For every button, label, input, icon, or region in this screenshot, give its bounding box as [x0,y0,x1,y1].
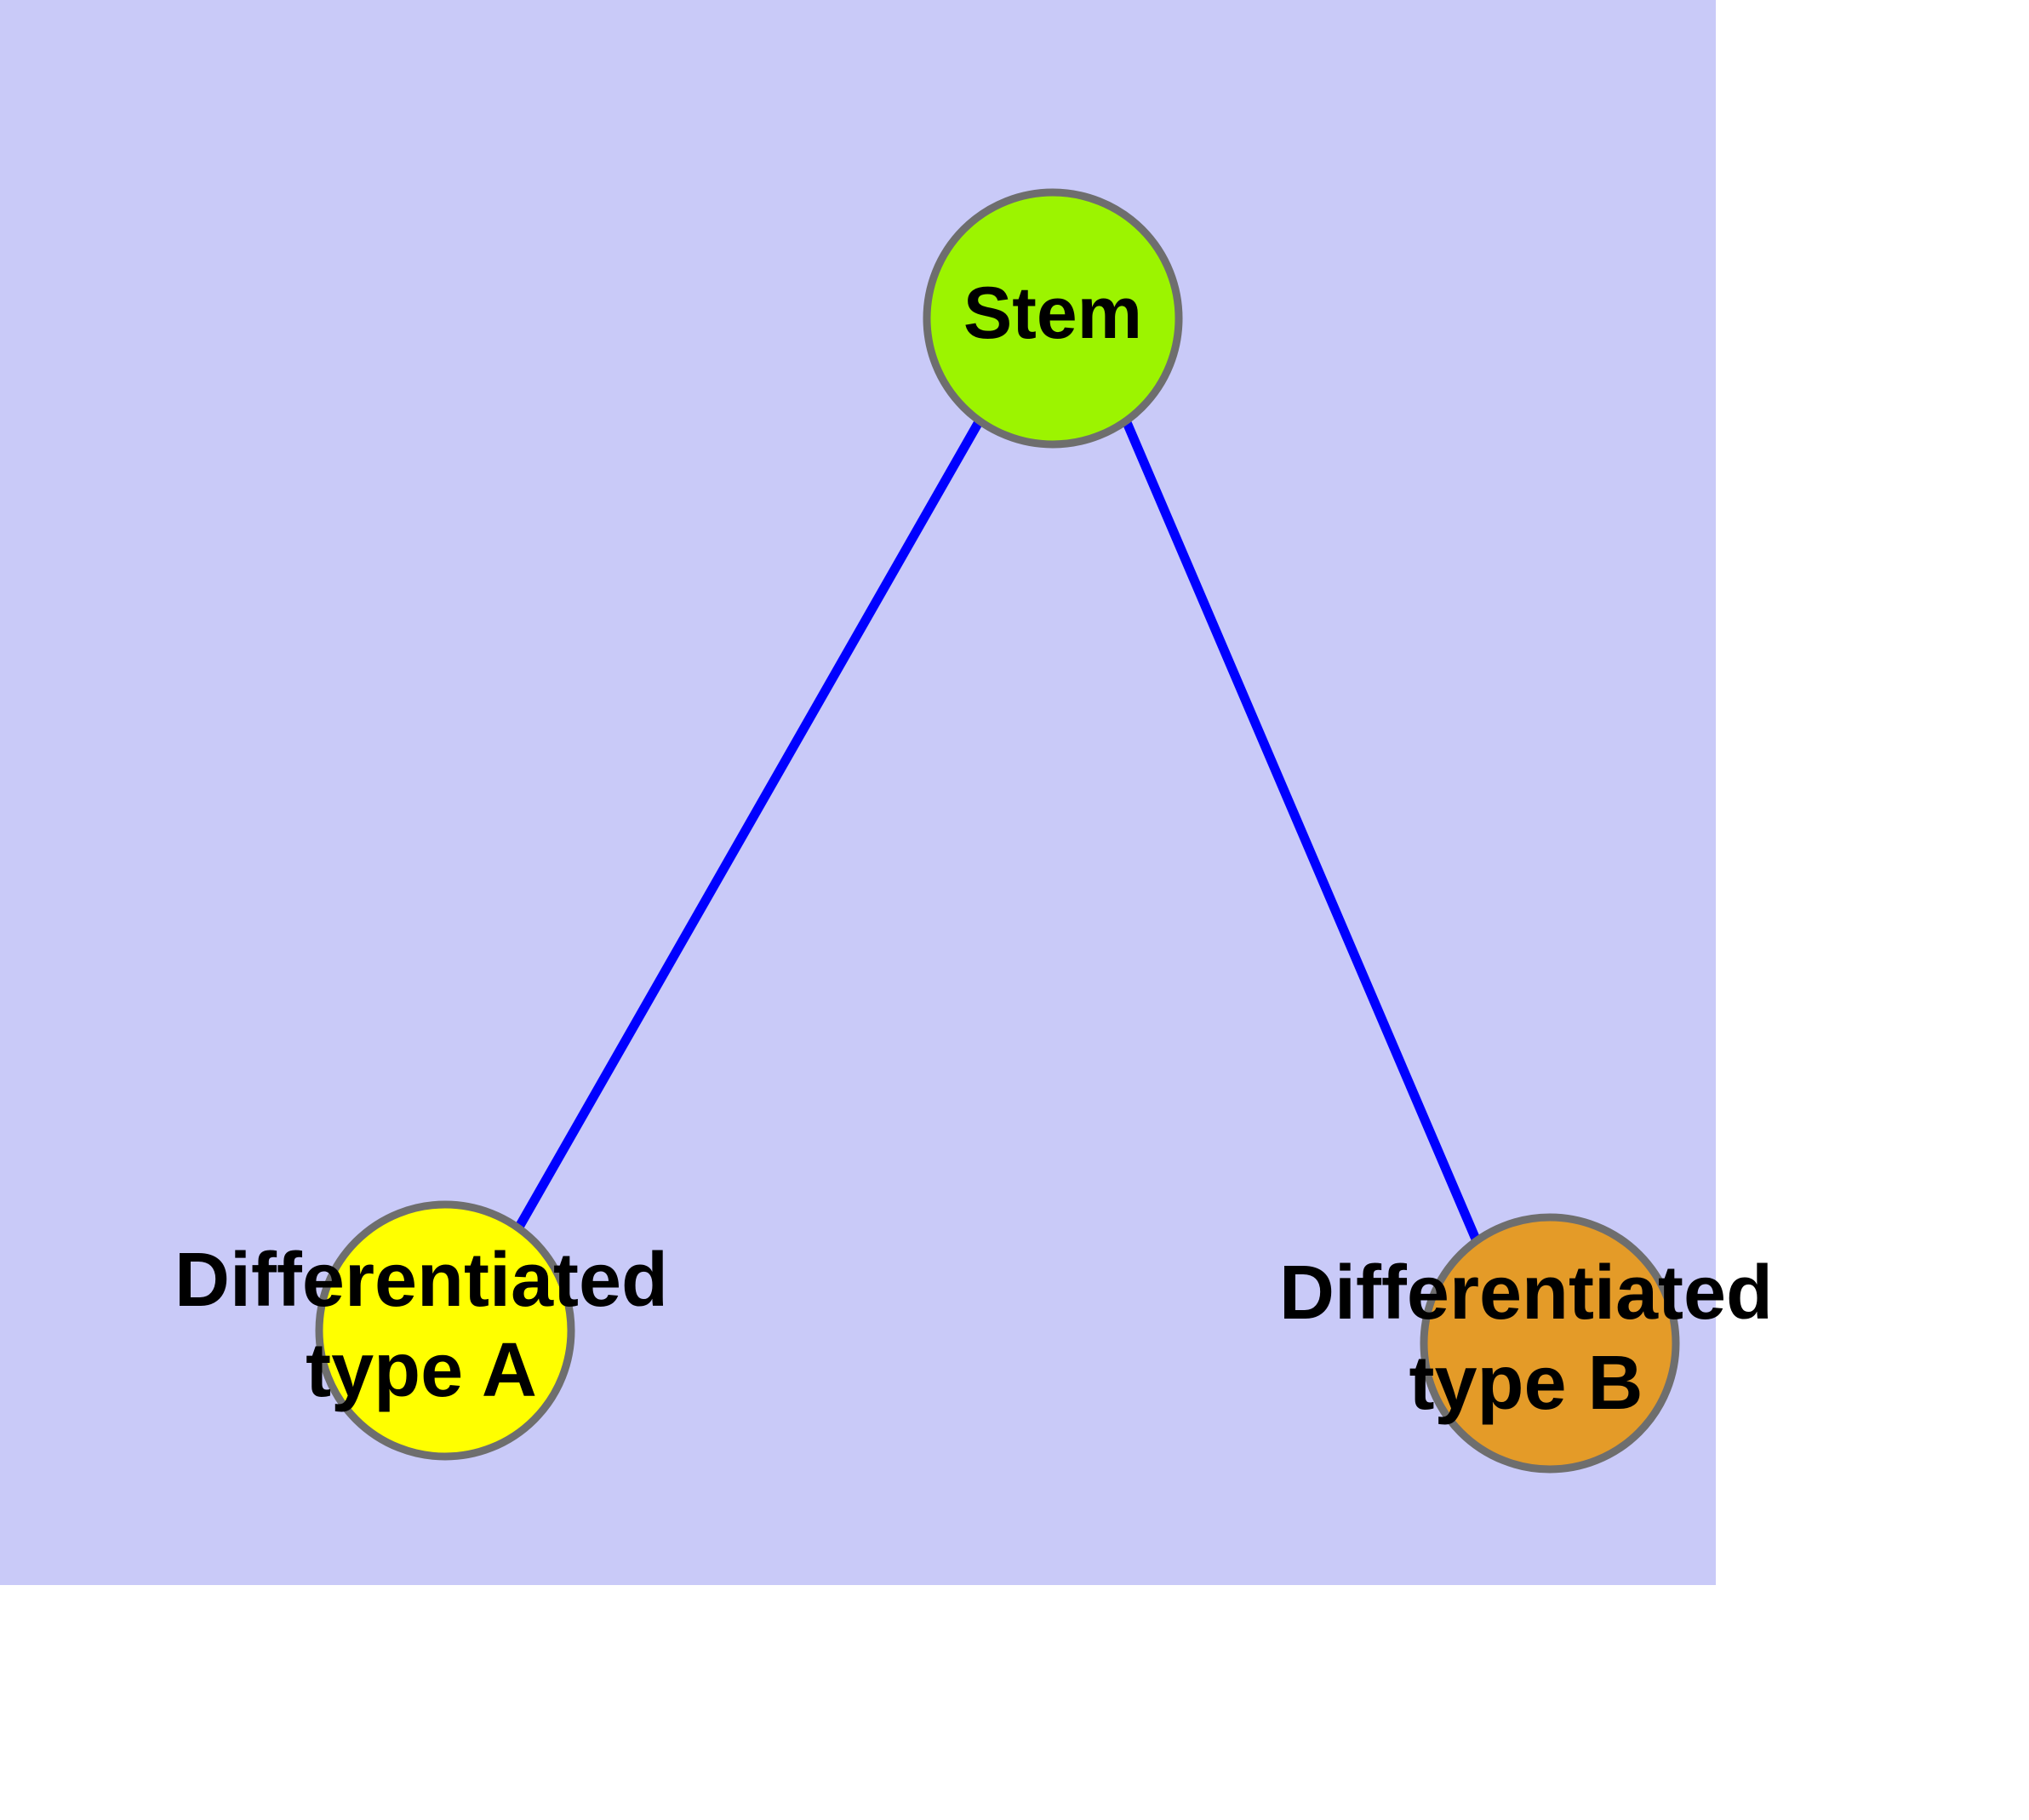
node-label-line: Differentiated [1279,1251,1773,1336]
edge-stem-to-differentiated-type-a[interactable] [514,418,984,1231]
node-label-line: Differentiated [174,1238,668,1323]
node-label-line: type A [306,1328,537,1413]
node-stem[interactable]: Stem [923,188,1183,449]
node-differentiated-type-a-circle[interactable] [315,1200,575,1461]
node-label-line: type B [1409,1341,1643,1426]
edge-stem-to-differentiated-type-b[interactable] [1121,418,1482,1244]
edges-group [514,418,1482,1244]
node-stem-label: Stem [963,272,1142,354]
node-differentiated-type-b-circle[interactable] [1420,1213,1680,1474]
node-stem-circle[interactable] [923,188,1183,449]
node-label-line: Stem [963,272,1142,354]
